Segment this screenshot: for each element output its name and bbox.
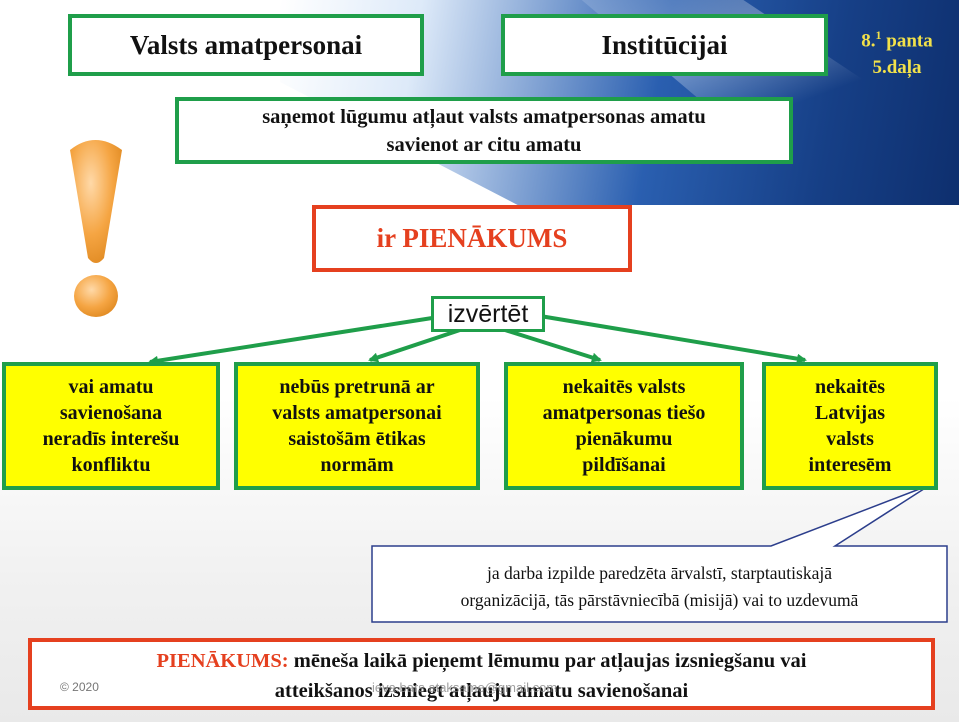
criterion-4-line-1: nekaitēs bbox=[815, 376, 885, 398]
email-watermark: ieva.bars.ataksame@gmail.com bbox=[372, 680, 558, 695]
criterion-1-line-3: neradīs interešu bbox=[42, 428, 180, 450]
duty-box: ir PIENĀKUMS bbox=[312, 205, 632, 272]
evaluate-label: izvērtēt bbox=[447, 299, 529, 328]
arrow-to-criterion-2 bbox=[368, 328, 461, 363]
criterion-box-4: nekaitēs Latvijas valsts interesēm bbox=[762, 362, 938, 490]
criterion-3-line-4: pildīšanai bbox=[582, 454, 666, 476]
callout-bubble bbox=[371, 484, 948, 623]
criterion-2-line-4: normām bbox=[320, 454, 394, 476]
criterion-2-line-3: saistošām ētikas bbox=[288, 428, 426, 450]
duty-label: ir PIENĀKUMS bbox=[376, 223, 568, 253]
obligation-label: PIENĀKUMS: bbox=[156, 650, 289, 672]
exclamation-icon bbox=[70, 140, 122, 317]
callout-line-1: ja darba izpilde paredzēta ārvalstī, sta… bbox=[487, 563, 832, 583]
arrow-to-criterion-3 bbox=[504, 328, 602, 363]
official-header-box: Valsts amatpersonai bbox=[68, 14, 424, 76]
request-line-1: saņemot lūgumu atļaut valsts amatpersona… bbox=[262, 105, 706, 128]
criterion-box-3: nekaitēs valsts amatpersonas tiešo pienā… bbox=[504, 362, 744, 490]
arrow-to-criterion-1 bbox=[148, 314, 446, 366]
evaluate-box: izvērtēt bbox=[431, 296, 545, 332]
criterion-1-line-1: vai amatu bbox=[68, 376, 154, 398]
criterion-1-line-2: savienošana bbox=[59, 402, 163, 424]
criterion-1-line-4: konfliktu bbox=[71, 454, 151, 476]
article-superscript: 1 bbox=[875, 28, 882, 42]
criterion-2-line-2: valsts amatpersonai bbox=[272, 402, 442, 424]
criterion-box-2: nebūs pretrunā ar valsts amatpersonai sa… bbox=[234, 362, 480, 490]
article-number: 8. bbox=[861, 30, 876, 52]
obligation-box: PIENĀKUMS: mēneša laikā pieņemt lēmumu p… bbox=[28, 638, 935, 710]
criterion-3-line-1: nekaitēs valsts bbox=[562, 376, 686, 398]
criterion-4-line-4: interesēm bbox=[808, 454, 892, 476]
criterion-3-line-2: amatpersonas tiešo bbox=[542, 402, 706, 424]
criterion-box-1: vai amatu savienošana neradīs interešu k… bbox=[2, 362, 220, 490]
criterion-3-line-3: pienākumu bbox=[575, 428, 673, 450]
request-box: saņemot lūgumu atļaut valsts amatpersona… bbox=[175, 97, 793, 164]
callout-text: ja darba izpilde paredzēta ārvalstī, sta… bbox=[372, 560, 947, 614]
article-part: 5.daļa bbox=[872, 57, 922, 79]
arrow-to-criterion-4 bbox=[539, 314, 807, 364]
criterion-4-line-2: Latvijas bbox=[815, 402, 885, 424]
criterion-2-line-1: nebūs pretrunā ar bbox=[279, 376, 435, 398]
official-header-label: Valsts amatpersonai bbox=[129, 29, 363, 60]
institution-header-box: Institūcijai bbox=[501, 14, 828, 76]
article-word: panta bbox=[881, 30, 933, 52]
callout-line-2: organizācijā, tās pārstāvniecībā (misijā… bbox=[460, 590, 859, 610]
criterion-4-line-3: valsts bbox=[826, 428, 874, 450]
obligation-line-2: atteikšanos izsniegt atļauju amatu savie… bbox=[274, 680, 689, 702]
institution-header-label: Institūcijai bbox=[601, 29, 728, 60]
copyright-text: © 2020 bbox=[60, 680, 99, 694]
obligation-line-1: mēneša laikā pieņemt lēmumu par atļaujas… bbox=[288, 650, 807, 672]
law-article-reference: 8.1 panta 5.daļa bbox=[838, 22, 956, 81]
request-line-2: savienot ar citu amatu bbox=[386, 133, 582, 156]
